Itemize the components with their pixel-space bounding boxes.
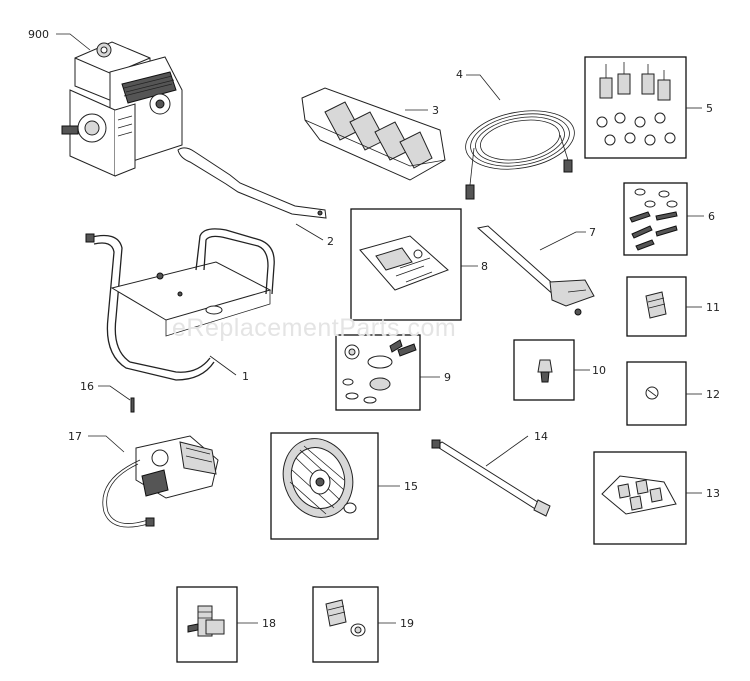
watermark: eReplacementParts.com	[172, 314, 456, 342]
callout-18: 18	[262, 617, 276, 630]
part-pump	[102, 435, 219, 528]
part-nuts-kit	[596, 62, 676, 146]
callout-1: 1	[242, 370, 249, 383]
callout-14: 14	[534, 430, 548, 443]
part-coupler-11	[645, 291, 667, 319]
callout-900: 900	[28, 28, 49, 41]
part-wheel	[282, 438, 357, 518]
callout-5: 5	[706, 102, 713, 115]
callout-10: 10	[592, 364, 606, 377]
part-fitting-18	[187, 605, 225, 637]
callout-2: 2	[327, 235, 334, 248]
part-handle-bar	[177, 147, 327, 219]
callout-8: 8	[481, 260, 488, 273]
part-wheel-hardware	[342, 339, 417, 404]
part-extension-wand	[431, 439, 551, 517]
part-hose	[465, 110, 575, 200]
callout-17: 17	[68, 430, 82, 443]
part-bolts-kit	[629, 188, 678, 251]
leader-lines	[56, 33, 704, 624]
callout-15: 15	[404, 480, 418, 493]
callout-19: 19	[400, 617, 414, 630]
callout-16: 16	[80, 380, 94, 393]
part-frame	[85, 228, 275, 381]
part-fitting-19	[325, 599, 366, 637]
part-decal-sheet	[359, 235, 449, 291]
callout-11: 11	[706, 301, 720, 314]
callout-6: 6	[708, 210, 715, 223]
callout-4: 4	[456, 68, 463, 81]
callout-13: 13	[706, 487, 720, 500]
part-pin	[130, 397, 135, 413]
part-quick-connect-10	[537, 359, 553, 383]
part-engine	[61, 41, 183, 177]
part-cap-12	[645, 386, 659, 400]
kit-box-19	[312, 586, 379, 663]
part-spray-gun	[476, 225, 595, 316]
part-nozzle-set	[601, 475, 677, 515]
callout-9: 9	[444, 371, 451, 384]
part-shroud	[301, 87, 446, 181]
callout-12: 12	[706, 388, 720, 401]
callout-3: 3	[432, 104, 439, 117]
callout-7: 7	[589, 226, 596, 239]
